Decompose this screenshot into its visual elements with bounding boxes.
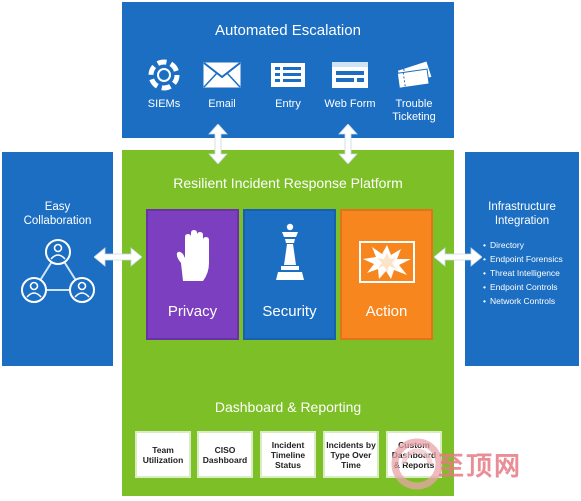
infrastructure-integration-panel: Infrastructure Integration Directory End… — [465, 152, 579, 366]
platform-title: Resilient Incident Response Platform — [173, 175, 403, 191]
dashboard-item-ciso-dashboard: CISO Dashboard — [197, 431, 253, 478]
automated-escalation-panel: Automated Escalation SIEMs Email — [122, 2, 454, 138]
incident-response-platform-panel: Resilient Incident Response Platform Pri… — [122, 150, 454, 496]
email-item: Email — [190, 60, 254, 111]
action-card: Action — [340, 209, 433, 340]
dashboard-item-incident-timeline-status: Incident Timeline Status — [260, 431, 316, 478]
dashboard-reporting-title: Dashboard & Reporting — [214, 399, 362, 415]
watermark-text: 至顶网 — [438, 452, 523, 482]
chess-queen-icon — [245, 211, 334, 283]
people-network-icon — [19, 238, 97, 313]
left-double-arrow — [94, 247, 142, 267]
lifebuoy-icon — [132, 59, 196, 91]
automated-escalation-title: Automated Escalation — [215, 22, 361, 39]
web-form-label: Web Form — [324, 98, 376, 110]
integration-item: Directory — [483, 238, 563, 252]
action-label: Action — [365, 303, 408, 320]
siems-label: SIEMs — [147, 98, 181, 110]
siems-item: SIEMs — [132, 59, 196, 111]
envelope-icon — [190, 60, 254, 90]
privacy-label: Privacy — [167, 303, 218, 320]
security-label: Security — [262, 303, 317, 320]
right-double-arrow — [434, 247, 482, 267]
integration-item: Endpoint Forensics — [483, 252, 563, 266]
security-card: Security — [243, 209, 336, 340]
tickets-icon — [382, 60, 446, 90]
integration-item: Endpoint Controls — [483, 280, 563, 294]
integration-item: Threat Intelligence — [483, 266, 563, 280]
entry-label: Entry — [275, 98, 301, 110]
explosion-icon — [342, 211, 431, 283]
browser-form-icon — [318, 60, 382, 90]
form-entry-icon — [256, 60, 320, 90]
watermark-logo — [391, 438, 443, 490]
dashboard-item-incidents-by-type: Incidents by Type Over Time — [323, 431, 379, 478]
web-form-item: Web Form — [318, 60, 382, 111]
integration-item: Network Controls — [483, 294, 563, 308]
email-label: Email — [208, 98, 236, 110]
entry-item: Entry — [256, 60, 320, 111]
hand-icon — [148, 211, 237, 283]
privacy-card: Privacy — [146, 209, 239, 340]
trouble-ticketing-item: Trouble Ticketing — [382, 60, 446, 124]
integration-list: Directory Endpoint Forensics Threat Inte… — [483, 238, 563, 308]
easy-collaboration-title: Easy Collaboration — [23, 201, 92, 227]
easy-collaboration-panel: Easy Collaboration — [2, 152, 113, 366]
dashboard-item-team-utilization: Team Utilization — [135, 431, 191, 478]
infrastructure-integration-title: Infrastructure Integration — [488, 201, 556, 227]
top-left-double-arrow — [208, 124, 228, 164]
top-right-double-arrow — [338, 124, 358, 164]
trouble-ticketing-label: Trouble Ticketing — [392, 98, 436, 123]
